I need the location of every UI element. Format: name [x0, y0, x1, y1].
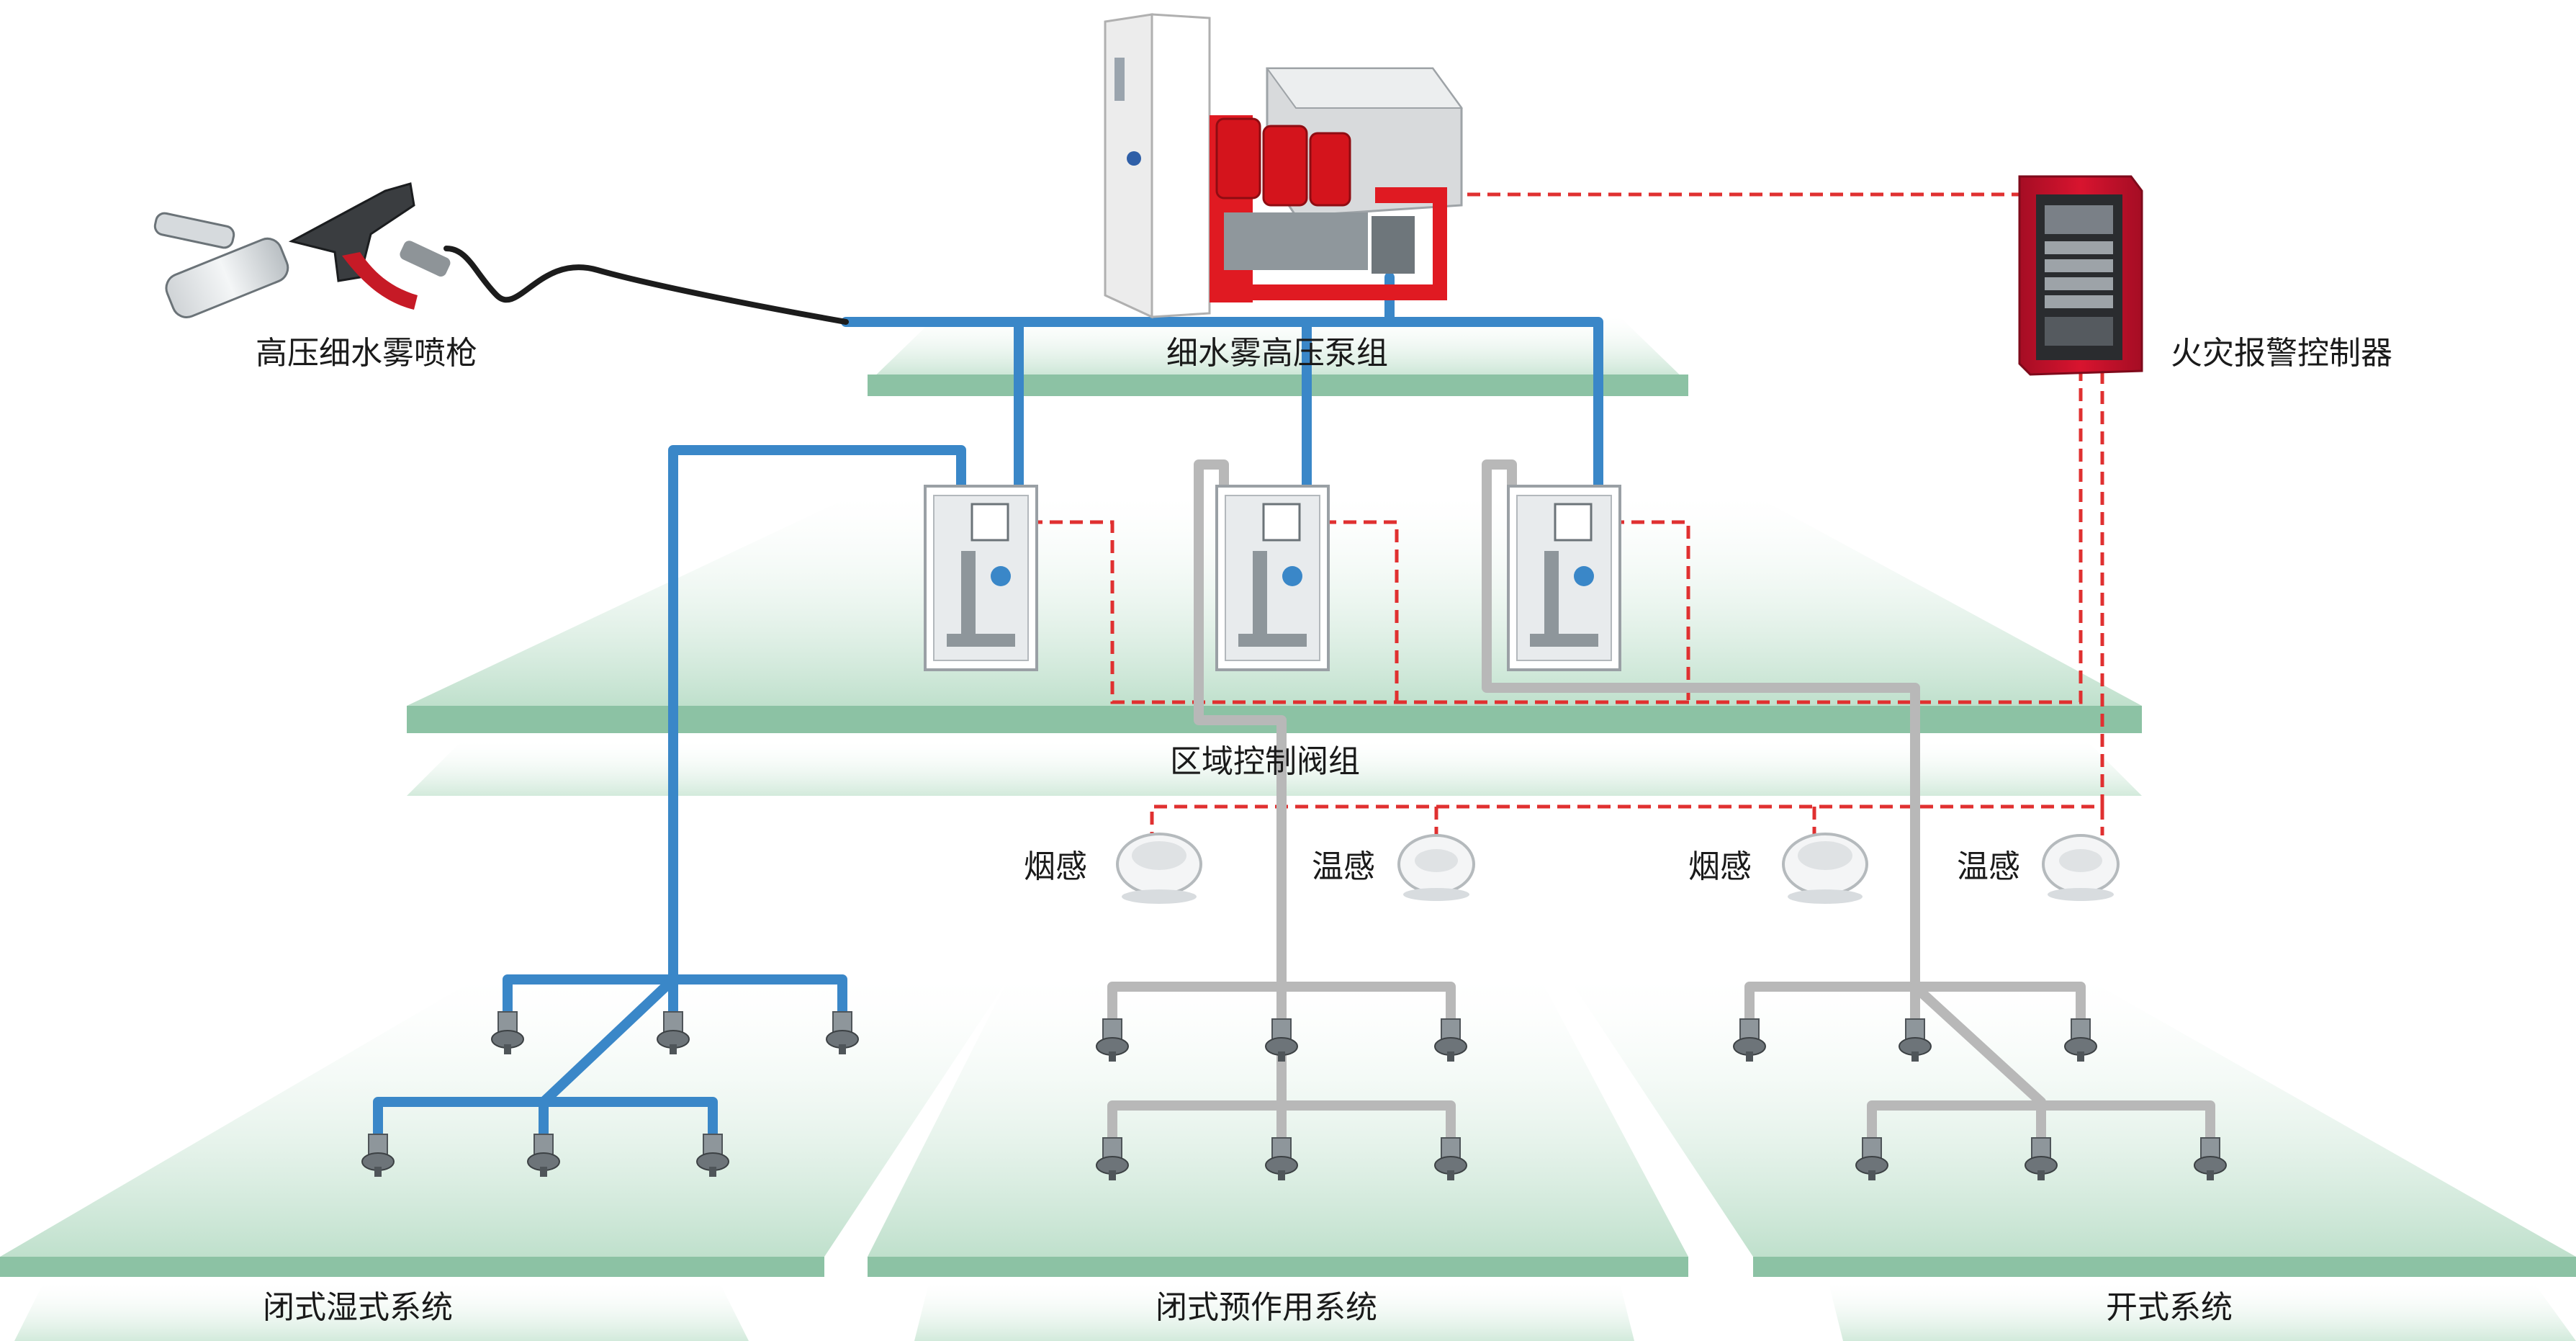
- pump-platform-edge: [868, 375, 1688, 396]
- spray-gun-icon: [153, 182, 451, 318]
- label-closed-wet-system: 闭式湿式系统: [263, 1289, 453, 1326]
- gray-pipes: [1107, 459, 2215, 1143]
- zone-valve-box-3: [1507, 485, 1621, 671]
- sprinkler-nozzle-icon: [696, 1134, 729, 1177]
- sprinkler-nozzle-icon: [1265, 1018, 1298, 1062]
- sprinkler-nozzle-icon: [1434, 1137, 1467, 1180]
- platform-open-lower: [1829, 1283, 2576, 1341]
- sprinkler-nozzle-icon: [1265, 1137, 1298, 1180]
- label-pump-unit: 细水雾高压泵组: [1166, 335, 1388, 372]
- sprinkler-nozzle-icon: [527, 1134, 560, 1177]
- label-smoke-detector-2: 烟感: [1688, 848, 1752, 885]
- platform-closed-wet-edge: [0, 1257, 824, 1277]
- platform-closed-preaction-edge: [868, 1257, 1688, 1277]
- sprinkler-nozzle-icon: [2064, 1018, 2097, 1062]
- platform-open: [1570, 979, 2576, 1257]
- label-heat-detector-2: 温感: [1957, 848, 2020, 885]
- blue-pipes: [373, 272, 1603, 1139]
- label-closed-preaction-system: 闭式预作用系统: [1156, 1289, 1377, 1326]
- smoke-detector-icon: [1116, 833, 1202, 904]
- label-open-system: 开式系统: [2106, 1289, 2233, 1326]
- sprinkler-nozzle-icon: [1899, 1018, 1932, 1062]
- platform-closed-wet-lower: [14, 1283, 749, 1341]
- labels: 高压细水雾喷枪 细水雾高压泵组 火灾报警控制器 区域控制阀组 烟感 温感 烟感 …: [256, 335, 2392, 1326]
- spray-gun-hose: [443, 246, 849, 325]
- sprinkler-nozzle-icon: [1096, 1018, 1129, 1062]
- sprinkler-nozzle-icon: [1855, 1137, 1888, 1180]
- label-smoke-detector-1: 烟感: [1024, 848, 1087, 885]
- platform-open-edge: [1753, 1257, 2576, 1277]
- zone-valve-box-1: [924, 485, 1038, 671]
- sprinkler-nozzle-icon: [1733, 1018, 1766, 1062]
- platforms: [0, 317, 2576, 1341]
- high-pressure-pump-unit-icon: [1104, 13, 1463, 319]
- sprinkler-nozzle-icon: [657, 1011, 690, 1054]
- pump-platform: [868, 317, 1688, 383]
- sprinkler-nozzle-icon: [2194, 1137, 2227, 1180]
- platform-closed-preaction-lower: [914, 1283, 1634, 1341]
- label-spray-gun: 高压细水雾喷枪: [256, 335, 477, 372]
- heat-detector-icon: [2042, 834, 2120, 901]
- fire-alarm-controller-icon: [2018, 175, 2143, 376]
- sprinkler-nozzle-icon: [826, 1011, 859, 1054]
- sprinkler-nozzle-icon: [361, 1134, 395, 1177]
- alarm-signal-lines: [1030, 192, 2104, 835]
- sprinkler-nozzles: [361, 1011, 2227, 1180]
- label-zone-valves: 区域控制阀组: [1170, 743, 1360, 780]
- sprinkler-nozzle-icon: [1096, 1137, 1129, 1180]
- sprinkler-nozzle-icon: [2025, 1137, 2058, 1180]
- label-heat-detector-1: 温感: [1312, 848, 1375, 885]
- valve-platform-lower: [407, 742, 2142, 796]
- sprinkler-nozzle-icon: [491, 1011, 524, 1054]
- sprinkler-nozzle-icon: [1434, 1018, 1467, 1062]
- heat-detector-icon: [1397, 834, 1475, 901]
- smoke-detector-icon: [1782, 833, 1868, 904]
- platform-closed-wet: [0, 979, 1008, 1257]
- label-fire-alarm-controller: 火灾报警控制器: [2171, 335, 2392, 372]
- zone-valve-box-2: [1215, 485, 1330, 671]
